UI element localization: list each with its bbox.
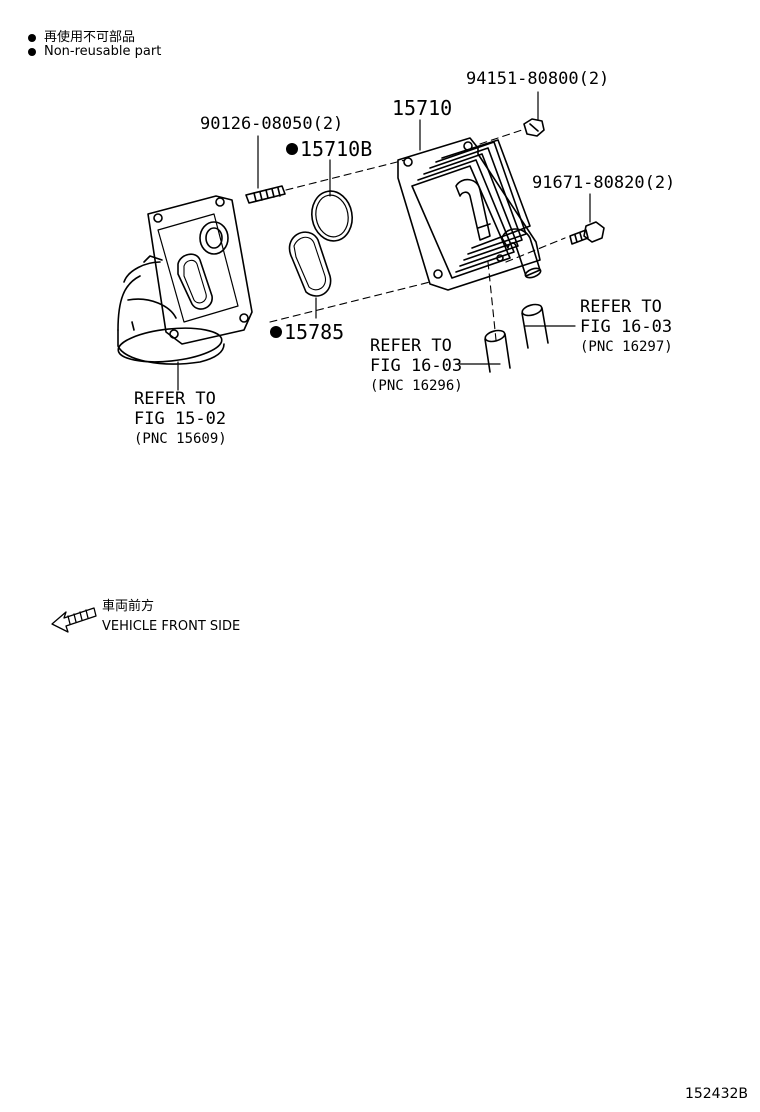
part-number-15710b[interactable]: 15710B [286, 137, 372, 161]
bolt-icon [569, 221, 605, 245]
stud-bolt-icon [245, 185, 286, 204]
part-number-91671[interactable]: 91671-80820(2) [532, 173, 676, 193]
flange-bolt-icon [523, 118, 545, 137]
reference-note-16296[interactable]: REFER TO FIG 16-03 (PNC 16296) [370, 336, 463, 396]
part-number-15710[interactable]: 15710 [392, 96, 453, 120]
ref-pnc: (PNC 16297) [580, 339, 673, 355]
oring-oval-icon [288, 231, 332, 297]
gasket-oring-icon [311, 190, 353, 242]
vehicle-front-label: 車両前方 VEHICLE FRONT SIDE [102, 597, 240, 637]
bullet-icon [28, 33, 36, 42]
drawing-code: 152432B [684, 1086, 748, 1102]
ref-line-1: REFER TO [370, 336, 452, 356]
hose-icon [484, 303, 549, 373]
ref-pnc: (PNC 15609) [134, 431, 227, 447]
bullet-icon [28, 47, 36, 56]
reference-note-15609[interactable]: REFER TO FIG 15-02 (PNC 15609) [134, 389, 227, 449]
legend-row-en: Non-reusable part [28, 44, 161, 59]
vehicle-front-arrow-icon [51, 607, 97, 633]
legend-en-text: Non-reusable part [44, 44, 162, 59]
part-number-90126[interactable]: 90126-08050(2) [200, 114, 344, 134]
front-jp-text: 車両前方 [102, 599, 155, 614]
ref-pnc: (PNC 16296) [370, 378, 463, 394]
oil-filter-bracket-icon [117, 195, 253, 365]
reference-note-16297[interactable]: REFER TO FIG 16-03 (PNC 16297) [580, 297, 673, 357]
ref-line-2: FIG 15-02 [134, 409, 227, 429]
oil-cooler-icon [397, 137, 542, 291]
ref-line-1: REFER TO [580, 297, 662, 317]
part-number-94151[interactable]: 94151-80800(2) [466, 69, 610, 89]
ref-line-1: REFER TO [134, 389, 216, 409]
legend-row-jp: 再使用不可部品 [28, 26, 135, 45]
part-number-15785[interactable]: 15785 [270, 320, 344, 344]
ref-line-2: FIG 16-03 [370, 356, 463, 376]
legend-jp-text: 再使用不可部品 [44, 30, 136, 45]
ref-line-2: FIG 16-03 [580, 317, 673, 337]
leader-lines [177, 91, 591, 391]
alignment-lines [269, 129, 566, 341]
front-en-text: VEHICLE FRONT SIDE [102, 619, 241, 634]
